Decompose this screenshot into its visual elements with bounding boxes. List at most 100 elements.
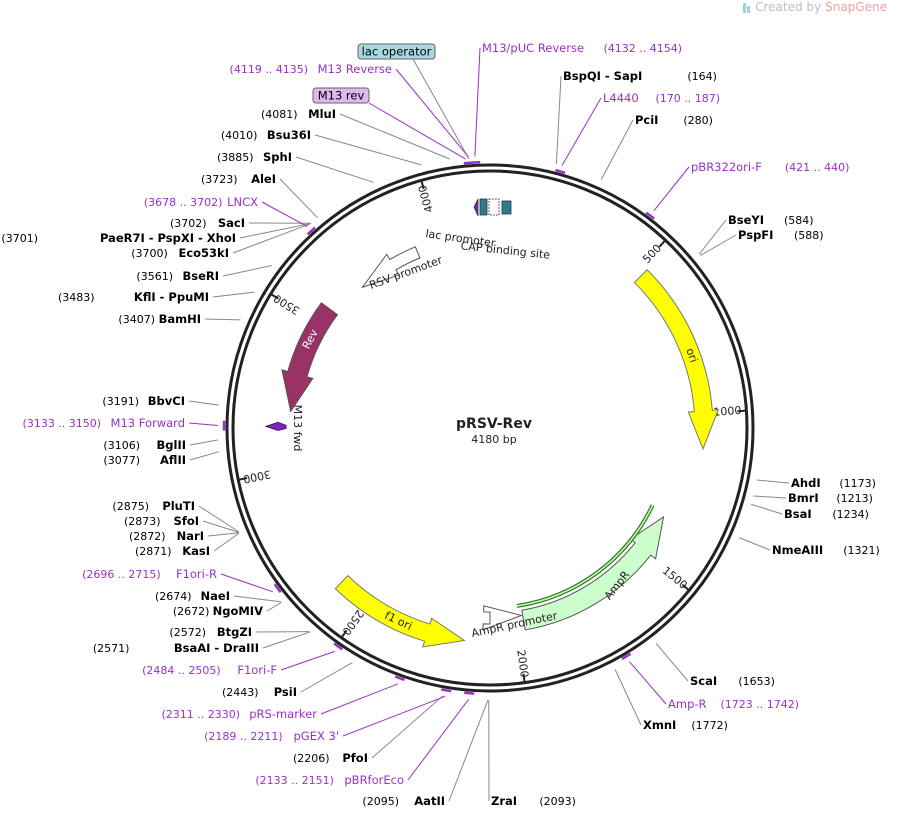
label-connector <box>280 650 335 671</box>
label-connector <box>555 75 562 165</box>
site-position: (4010) <box>221 129 258 142</box>
site-position: (1234) <box>832 508 869 521</box>
label-connector <box>561 97 602 166</box>
primer-site-mark <box>555 168 566 174</box>
label-connector <box>600 119 634 180</box>
site-position: (1213) <box>836 492 873 505</box>
m13-fwd-marker <box>264 421 287 431</box>
label-connector <box>295 156 374 183</box>
enzyme-label: BamHI(3407) <box>118 312 201 326</box>
enzyme-label: NmeAIII(1321) <box>772 543 880 557</box>
enzyme-label: PfoI(2206) <box>293 751 368 765</box>
site-name: M13 Forward <box>111 416 185 430</box>
site-name: NarI <box>177 529 204 543</box>
label-connector <box>262 631 311 649</box>
site-name: BseYI <box>728 213 764 227</box>
site-position: (584) <box>784 214 814 227</box>
site-name: Eco53kI <box>178 246 229 260</box>
site-position: (3191) <box>102 395 139 408</box>
label-connector <box>213 532 240 552</box>
tick-mark <box>737 409 747 413</box>
label-connector <box>412 58 470 160</box>
enzyme-label: SacI(3702) <box>170 216 245 230</box>
label-connector <box>202 520 239 533</box>
site-name: PfoI <box>342 751 368 765</box>
primer-site-mark <box>645 211 655 220</box>
label-connector <box>395 68 469 158</box>
enzyme-label: PspFI(588) <box>738 228 824 242</box>
site-name: NaeI <box>201 589 230 603</box>
lac-operator-box <box>357 43 436 60</box>
enzyme-label: MluI(4081) <box>261 107 336 121</box>
site-position: (3700) <box>131 247 168 260</box>
enzyme-label: AflII(3077) <box>103 453 186 467</box>
tick-mark <box>238 477 248 481</box>
site-position: (4132 .. 4154) <box>604 42 683 55</box>
site-name: NmeAIII <box>772 543 823 557</box>
lac-promoter-block <box>488 198 500 216</box>
label-connector <box>342 695 446 737</box>
site-name: M13 Reverse <box>318 62 392 76</box>
site-name: AleI <box>251 172 276 186</box>
primer-label: pRS-marker(2311 .. 2330) <box>161 707 317 721</box>
tick-mark <box>420 180 425 190</box>
primer-site-mark <box>394 675 405 682</box>
label-connector <box>738 537 771 551</box>
site-position: (164) <box>687 70 717 83</box>
tick-mark <box>270 293 279 300</box>
label-connector <box>266 601 282 612</box>
feature-promoter-arrow <box>361 246 421 289</box>
site-name: pBR322ori-F <box>691 160 762 174</box>
site-name: M13 rev <box>318 89 365 103</box>
enzyme-label: SfoI(2873) <box>124 514 199 528</box>
site-position: (1173) <box>839 477 876 490</box>
plasmid-name: pRSV-Rev <box>456 416 532 432</box>
label-connector <box>448 699 489 802</box>
enzyme-label: BsaI(1234) <box>784 507 869 521</box>
label-connector <box>189 439 219 446</box>
label-connector <box>300 662 353 693</box>
enzyme-label: PsiI(2443) <box>222 685 297 699</box>
label-connector <box>339 113 450 160</box>
site-name: XmnI <box>643 718 676 732</box>
feature-label: ori <box>683 346 700 364</box>
enzyme-label: PaeR7I - PspXI - XhoI(3701) <box>1 231 236 245</box>
site-position: (1772) <box>691 719 728 732</box>
tick-mark <box>681 583 690 592</box>
site-name: KflI - PpuMI <box>134 290 209 304</box>
site-name: BmrI <box>788 491 819 505</box>
m13-rev-box <box>312 87 370 104</box>
enzyme-label: BmrI (1213) <box>788 491 873 505</box>
site-position: (2443) <box>222 686 259 699</box>
tick-label: 4000 <box>416 184 436 214</box>
label-connectors <box>188 47 790 802</box>
site-name: pGEX 3' <box>294 729 340 743</box>
enzyme-label: AatII(2095) <box>362 794 445 808</box>
tick-label: 1000 <box>713 404 742 419</box>
label-connector <box>188 400 220 406</box>
label-connector <box>204 318 241 321</box>
site-name: NgoMIV <box>213 604 263 618</box>
label-connector <box>756 479 790 484</box>
label-connector <box>222 264 272 277</box>
tick-label: 2500 <box>339 607 366 637</box>
site-position: (2873) <box>124 515 161 528</box>
cap-site-block <box>501 200 512 215</box>
site-position: (3678 .. 3702) <box>144 196 223 209</box>
primer-label: LNCX (3678 .. 3702) <box>144 195 258 209</box>
primer-label: M13/pUC Reverse(4132 .. 4154) <box>482 41 682 55</box>
site-position: (421 .. 440) <box>785 161 850 174</box>
site-position: (2311 .. 2330) <box>161 708 240 721</box>
site-position: (2133 .. 2151) <box>255 774 334 787</box>
feature-promoter-arrow <box>482 605 523 631</box>
enzyme-label: KflI - PpuMI (3483) <box>58 290 209 304</box>
primer-label: M13 Reverse(4119 .. 4135) <box>230 62 392 76</box>
label-connector <box>188 422 219 427</box>
site-position: (3407) <box>118 313 155 326</box>
site-name: LNCX <box>227 195 258 209</box>
site-position: (1723 .. 1742) <box>721 698 800 711</box>
enzyme-label: ZraI(2093) <box>491 794 576 808</box>
label-connector <box>614 669 642 726</box>
site-position: (3483) <box>58 291 95 304</box>
site-name: F1ori-F <box>237 663 277 677</box>
